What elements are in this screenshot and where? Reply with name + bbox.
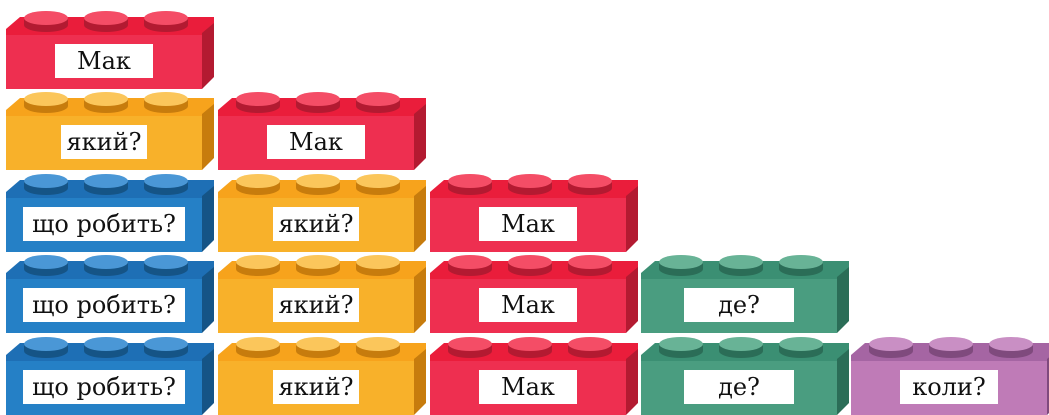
- brick-label: Мак: [479, 288, 577, 322]
- brick-red: Мак: [6, 11, 214, 89]
- brick-yellow: який?: [218, 174, 426, 252]
- brick-label: що робить?: [23, 207, 185, 241]
- brick-label: який?: [273, 207, 359, 241]
- brick-purple: коли?: [851, 337, 1049, 415]
- brick-red: Мак: [430, 174, 638, 252]
- brick-yellow: який?: [218, 255, 426, 333]
- brick-label: Мак: [55, 44, 153, 78]
- brick-blue: що робить?: [6, 337, 214, 415]
- brick-label: що робить?: [23, 370, 185, 404]
- brick-label: який?: [273, 288, 359, 322]
- brick-yellow: який?: [6, 92, 214, 170]
- brick-yellow: який?: [218, 337, 426, 415]
- brick-red: Мак: [430, 337, 638, 415]
- brick-blue: що робить?: [6, 255, 214, 333]
- brick-red: Мак: [430, 255, 638, 333]
- brick-red: Мак: [218, 92, 426, 170]
- brick-label: де?: [684, 288, 794, 322]
- brick-label: Мак: [267, 125, 365, 159]
- brick-green: де?: [641, 337, 849, 415]
- lego-brick-diagram: Мак який? Мак що робить? який? Мак що робить? я…: [0, 0, 1049, 404]
- brick-label: де?: [684, 370, 794, 404]
- brick-blue: що робить?: [6, 174, 214, 252]
- brick-label: який?: [61, 125, 147, 159]
- brick-label: коли?: [900, 370, 998, 404]
- brick-label: Мак: [479, 207, 577, 241]
- brick-label: Мак: [479, 370, 577, 404]
- brick-label: який?: [273, 370, 359, 404]
- brick-label: що робить?: [23, 288, 185, 322]
- brick-green: де?: [641, 255, 849, 333]
